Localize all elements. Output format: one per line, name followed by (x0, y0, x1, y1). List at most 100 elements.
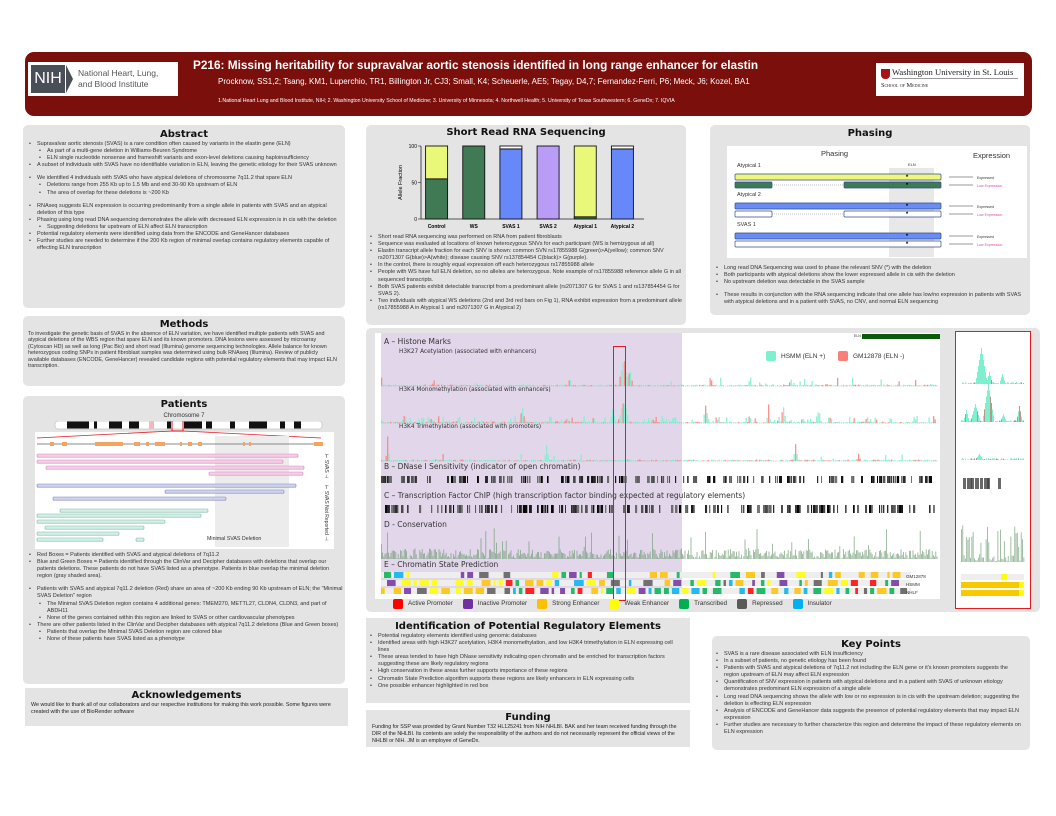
x-tick-label: Atypical 2 (611, 224, 635, 230)
signal-bar (792, 384, 794, 387)
signal-bar (928, 460, 930, 462)
zoom-conservation-bar (977, 557, 979, 562)
conservation-bar (539, 557, 541, 559)
zoom-signal-bar (975, 382, 976, 384)
barcode-mark (913, 505, 916, 513)
signal-bar (466, 385, 468, 387)
signal-bar (883, 459, 885, 462)
barcode-mark (821, 476, 823, 483)
conservation-bar (894, 557, 896, 559)
signal-bar (912, 421, 914, 424)
conservation-bar (522, 553, 524, 559)
conservation-bar (627, 539, 628, 559)
signal-bar (481, 384, 483, 387)
signal-bar (648, 385, 650, 387)
barcode-mark (597, 505, 599, 513)
conservation-bar (743, 556, 745, 559)
signal-bar (754, 460, 756, 462)
zoom-conservation-bar (1003, 541, 1005, 562)
signal-bar (778, 416, 780, 424)
barcode-mark (441, 505, 443, 513)
conservation-bar (750, 555, 752, 559)
cytoband (280, 421, 285, 429)
signal-bar (423, 418, 425, 424)
conservation-bar (732, 551, 734, 559)
conservation-bar (887, 553, 889, 559)
conservation-bar (546, 550, 548, 559)
conservation-bar (647, 553, 649, 559)
zoom-barcode-mark (987, 478, 990, 489)
signal-bar (744, 384, 746, 387)
signal-bar (480, 384, 482, 387)
signal-bar (855, 460, 857, 462)
conservation-bar (699, 556, 700, 559)
barcode-mark (427, 476, 429, 483)
conservation-bar (819, 558, 820, 559)
cytoband (230, 421, 235, 429)
zoom-signal-bar (1021, 382, 1022, 384)
signal-bar (714, 460, 716, 462)
barcode-mark (491, 476, 493, 483)
signal-bar (415, 460, 417, 462)
zoom-conservation-bar (990, 560, 992, 562)
conservation-bar (762, 555, 764, 559)
signal-bar (720, 377, 722, 387)
signal-bar (760, 384, 762, 387)
signal-bar (478, 460, 480, 462)
signal-bar (397, 459, 399, 462)
conservation-bar (586, 551, 587, 559)
zoom-conservation-bar (964, 558, 966, 562)
conservation-bar (868, 545, 869, 559)
conservation-bar (749, 550, 751, 559)
signal-bar (658, 422, 660, 424)
conservation-bar (472, 557, 473, 559)
signal-bar (691, 384, 693, 387)
signal-bar (879, 384, 881, 387)
signal-bar (898, 460, 900, 462)
signal-bar (673, 417, 675, 424)
signal-bar (625, 372, 627, 387)
zoom-signal-bar (996, 458, 997, 460)
signal-bar (847, 422, 849, 424)
conservation-bar (888, 557, 890, 559)
bullet-item: Chromatin State Prediction algorithm sup… (368, 676, 684, 683)
zoom-signal-bar (1004, 416, 1005, 422)
zoom-signal-bar (972, 414, 973, 422)
conservation-bar (490, 549, 491, 559)
conservation-bar (568, 556, 569, 559)
signal-bar (687, 422, 689, 424)
barcode-mark (527, 476, 529, 483)
barcode-mark (811, 505, 813, 513)
signal-bar (711, 380, 713, 387)
signal-bar (756, 459, 758, 462)
barcode-mark (575, 505, 577, 513)
signal-bar (888, 385, 890, 387)
signal-bar (852, 421, 854, 424)
signal-bar (418, 418, 420, 424)
signal-bar (936, 460, 938, 462)
conservation-bar (547, 551, 549, 559)
conservation-bar (709, 551, 711, 559)
signal-bar (838, 421, 840, 424)
signal-bar (816, 384, 818, 387)
signal-bar (571, 417, 573, 424)
barcode-mark (829, 505, 831, 513)
signal-bar (682, 385, 684, 387)
chromatin-state-segment (467, 572, 474, 578)
barcode-mark (623, 476, 625, 483)
conservation-bar (691, 555, 693, 559)
signal-bar (714, 385, 716, 387)
zoom-signal-bar (976, 378, 977, 384)
signal-bar (907, 384, 909, 387)
conservation-bar (820, 552, 821, 559)
barcode-mark (895, 476, 897, 483)
signal-bar (661, 460, 663, 462)
signal-bar (738, 421, 740, 424)
signal-bar (876, 385, 878, 387)
h3k27-label: H3K27 Acetylation (associated with enhan… (399, 349, 537, 355)
signal-bar (661, 385, 663, 387)
barcode-mark (857, 505, 860, 513)
signal-bar (585, 384, 587, 387)
chromatin-state-segment (487, 588, 496, 594)
